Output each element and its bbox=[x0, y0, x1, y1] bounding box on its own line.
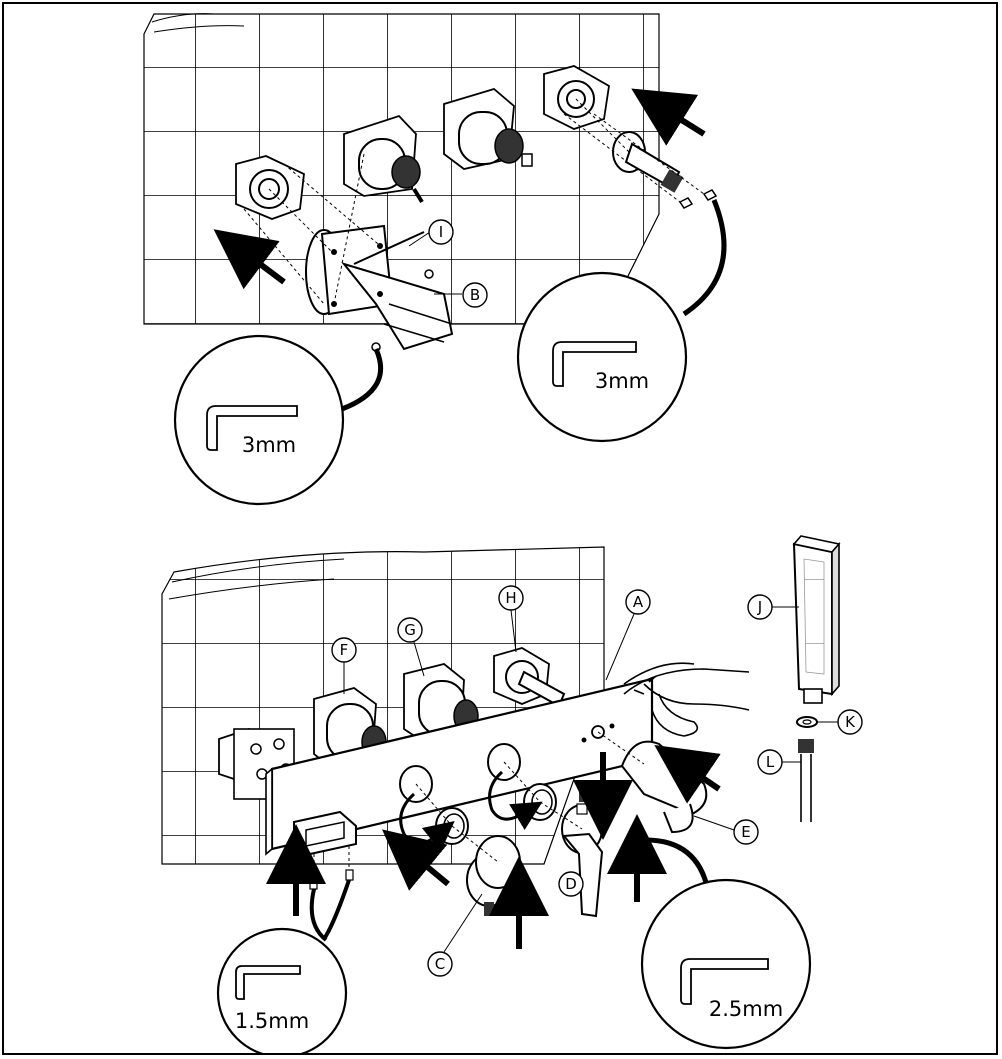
valve-left-bottom bbox=[218, 728, 295, 800]
hex-key-icon bbox=[680, 958, 769, 1005]
valve-left bbox=[235, 155, 305, 220]
callout-j: J bbox=[747, 594, 799, 620]
callout-a: A bbox=[605, 589, 651, 681]
hand bbox=[623, 662, 750, 737]
tool-size-top-right: 3mm bbox=[595, 369, 649, 393]
bracket-b bbox=[305, 224, 454, 352]
label-e: E bbox=[741, 823, 750, 841]
hex-key-callout-bottom-right: 2.5mm bbox=[640, 837, 812, 1050]
callout-d: D bbox=[558, 871, 584, 897]
callout-k: K bbox=[817, 709, 863, 735]
label-j: J bbox=[757, 598, 762, 616]
label-b: B bbox=[470, 286, 480, 304]
lever-d bbox=[561, 788, 604, 918]
label-d: D bbox=[565, 875, 577, 893]
label-f: F bbox=[340, 641, 349, 659]
arrow-knob bbox=[382, 829, 450, 891]
arrow-holder bbox=[654, 745, 721, 804]
label-a: A bbox=[633, 593, 644, 611]
assembly-diagram: I B 3mm 3mm bbox=[143, 13, 863, 1053]
top-panel: I B 3mm 3mm bbox=[143, 13, 727, 506]
tool-size-top-left: 3mm bbox=[242, 433, 296, 457]
bottom-panel: F G H A J K L bbox=[161, 535, 863, 1053]
label-c: C bbox=[435, 955, 445, 973]
callout-b: B bbox=[434, 282, 488, 308]
callout-g: G bbox=[397, 617, 425, 677]
grub-screw-2 bbox=[345, 869, 354, 881]
wall-edge-sketch bbox=[151, 13, 245, 33]
label-h: H bbox=[505, 589, 516, 607]
arrow-top-left bbox=[213, 229, 286, 290]
callout-h: H bbox=[498, 585, 524, 653]
hose-l bbox=[798, 739, 814, 822]
callout-c: C bbox=[427, 893, 483, 977]
guide-lines-top bbox=[243, 98, 705, 305]
cartridge-3 bbox=[443, 87, 533, 170]
arrow-top-right bbox=[631, 88, 706, 146]
cartridge-2 bbox=[343, 114, 424, 204]
wall-edge-sketch-bottom bbox=[168, 558, 345, 600]
label-k: K bbox=[845, 713, 856, 731]
callout-f: F bbox=[331, 637, 357, 694]
label-g: G bbox=[404, 621, 416, 639]
label-l: L bbox=[766, 753, 775, 771]
rotate-arrow-2 bbox=[488, 770, 543, 830]
hand-shower-j bbox=[792, 535, 841, 704]
washer-k bbox=[796, 716, 818, 728]
callout-l: L bbox=[757, 749, 801, 775]
valve-h bbox=[493, 647, 566, 708]
grub-screw-1 bbox=[309, 878, 318, 890]
hex-key-callout-top-left: 3mm bbox=[173, 334, 383, 506]
label-i: I bbox=[439, 223, 443, 241]
tool-size-bottom-left: 1.5mm bbox=[235, 1009, 309, 1033]
hex-key-icon bbox=[552, 341, 637, 387]
hex-key-callout-top-right: 3mm bbox=[516, 199, 727, 443]
callout-e: E bbox=[693, 815, 759, 845]
hex-key-callout-bottom-left: 1.5mm bbox=[216, 879, 351, 1053]
hex-key-icon bbox=[235, 965, 301, 1000]
hex-key-icon bbox=[206, 405, 298, 451]
callout-i: I bbox=[408, 219, 454, 247]
tool-size-bottom-right: 2.5mm bbox=[709, 997, 783, 1021]
